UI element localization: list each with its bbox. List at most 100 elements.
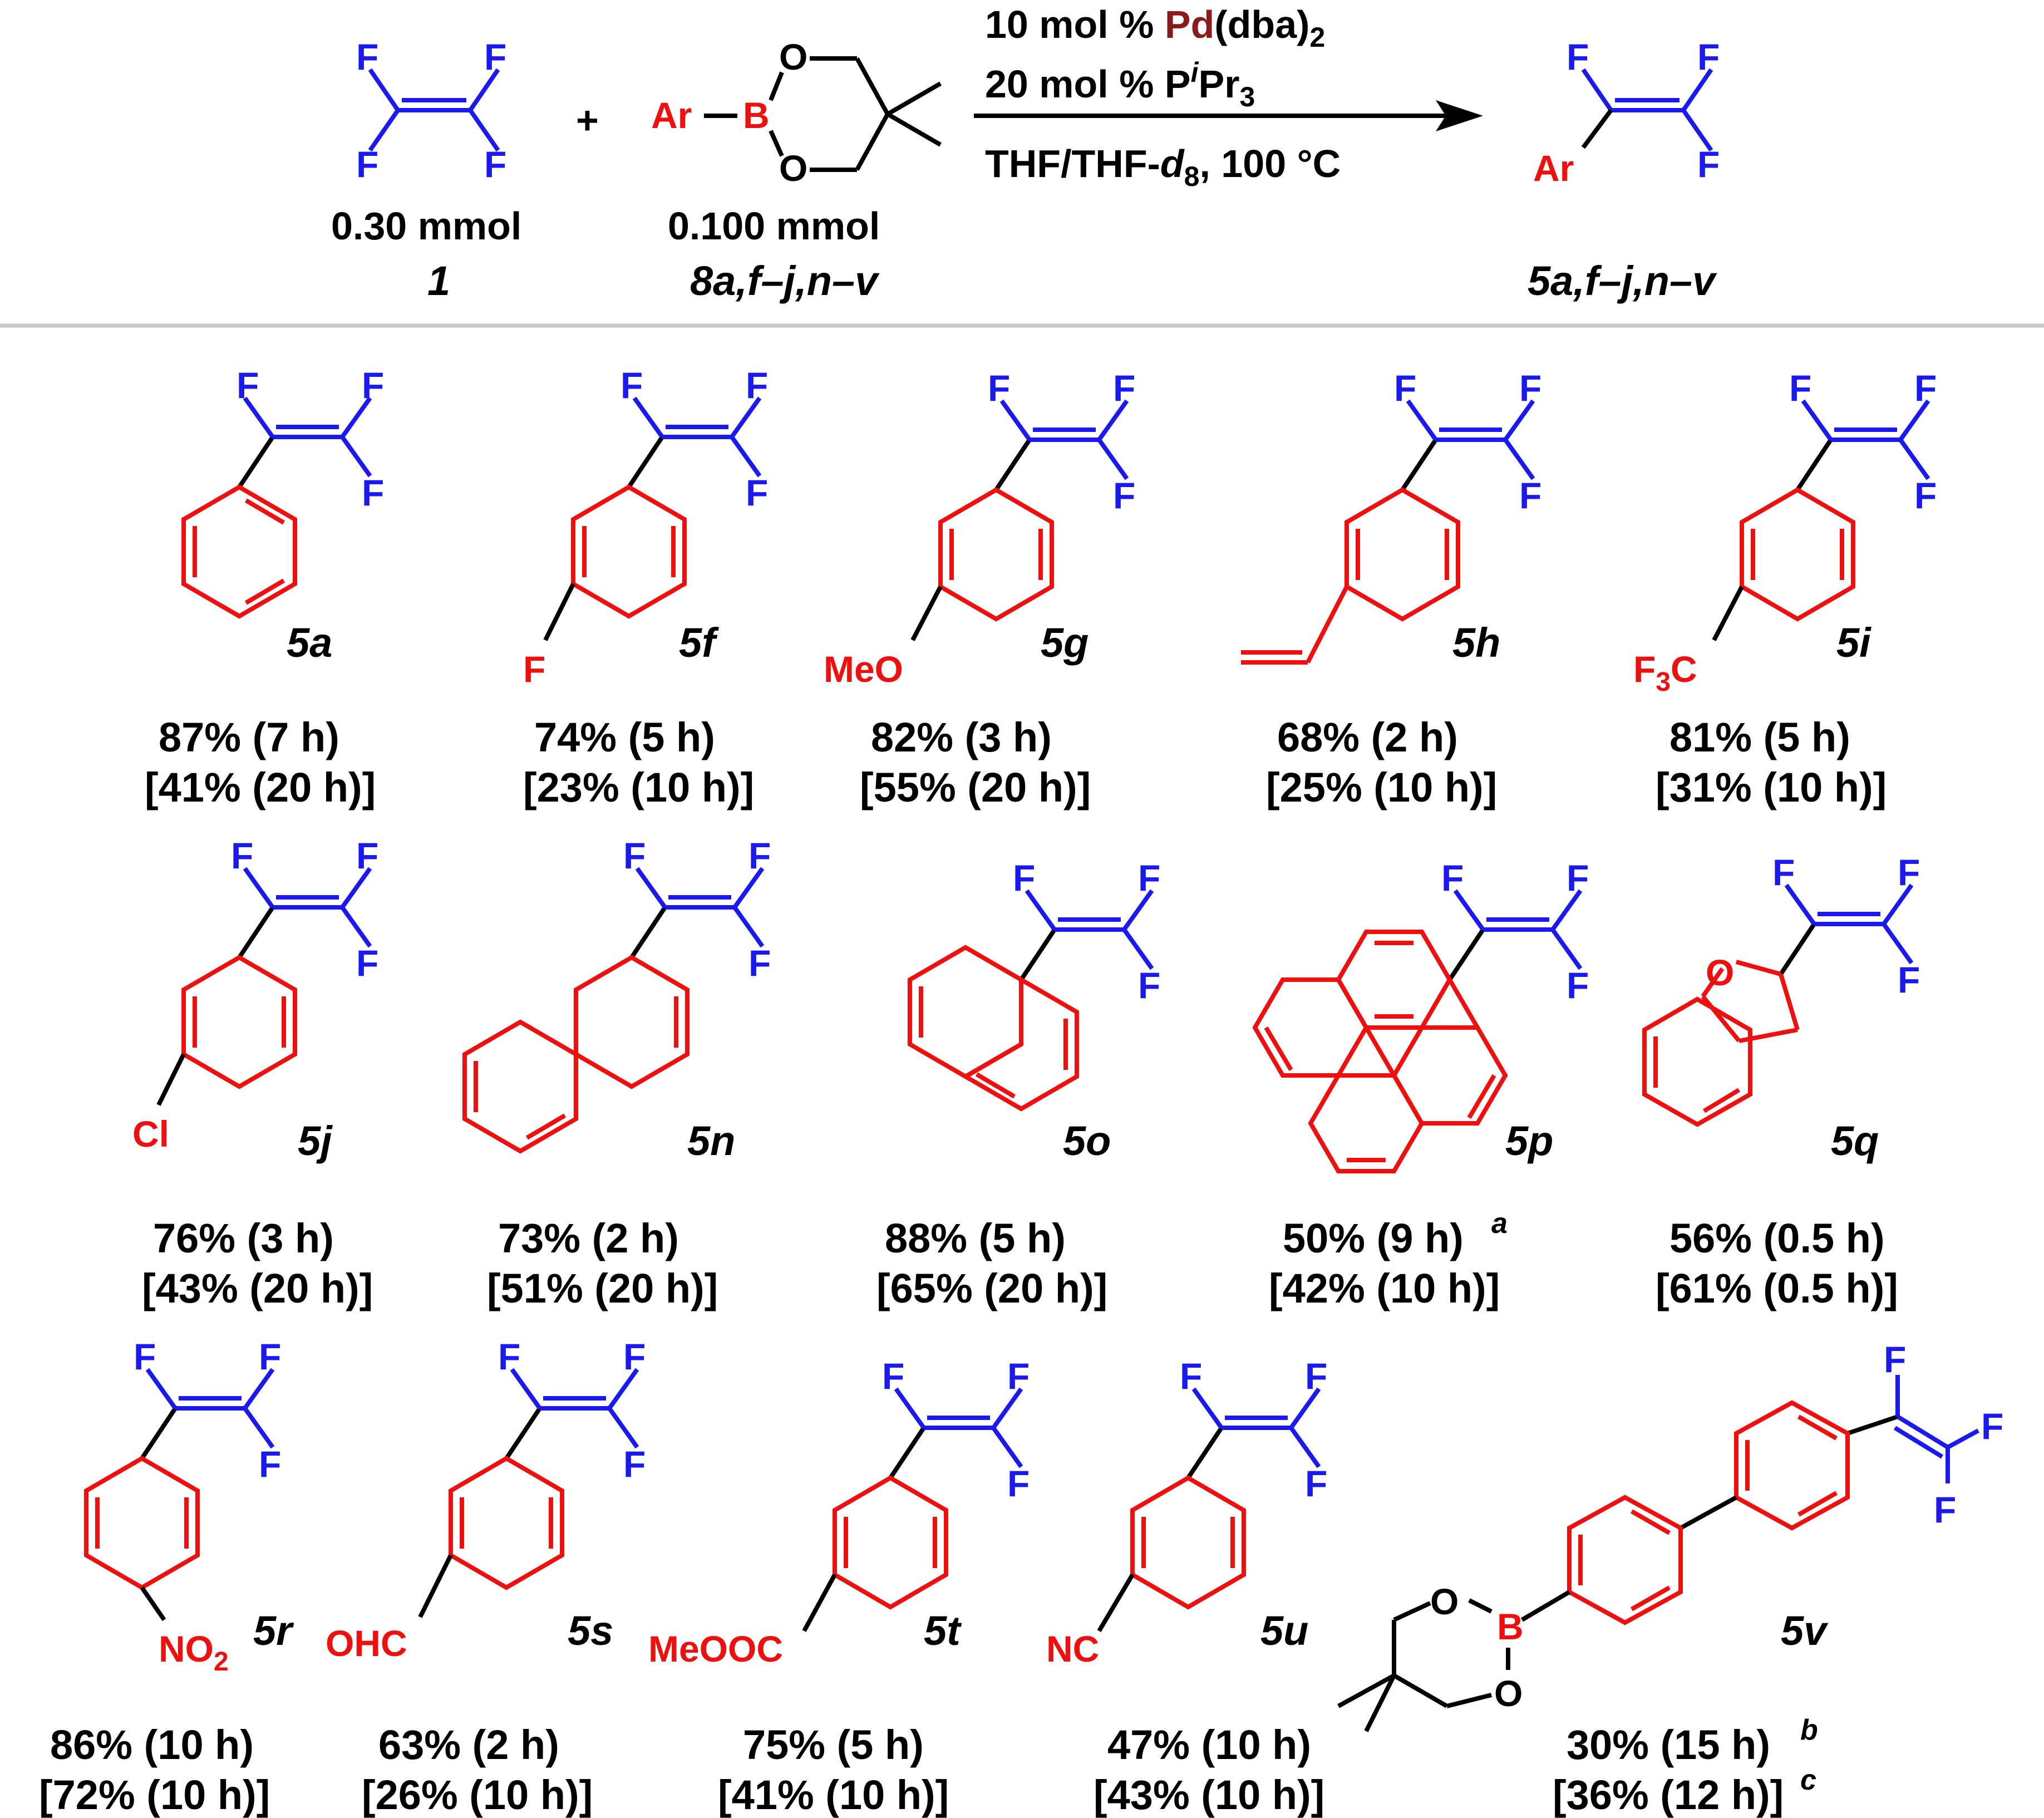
fluorine-atom: F — [259, 1443, 281, 1485]
alt-yield: [72% (10 h)] — [39, 1772, 270, 1818]
fluorine-atom: F — [1772, 852, 1795, 893]
compound-label: 5r — [253, 1608, 294, 1654]
fluorine-atom: F — [134, 1336, 156, 1377]
fluorine-atom: F — [356, 835, 378, 876]
alt-yield: [55% (20 h)] — [860, 764, 1091, 810]
substituent: F — [523, 648, 545, 690]
yield: 63% (2 h) — [378, 1722, 559, 1768]
compound-5g: F F F MeO 5g 82% (3 h) [55% (20 h)] — [824, 367, 1135, 810]
fluorine-atom: F — [1113, 475, 1135, 516]
footnote-mark: a — [1491, 1207, 1508, 1240]
compound-label: 5a — [287, 620, 332, 666]
footnote-mark: c — [1800, 1764, 1816, 1796]
fluorine-atom: F — [1934, 1489, 1956, 1530]
compound-label: 5i — [1836, 620, 1871, 666]
fluorine-atom: F — [1519, 475, 1541, 516]
yield: 47% (10 h) — [1107, 1722, 1311, 1768]
fluorine-atom: F — [1898, 852, 1920, 893]
fluorine-atom: F — [362, 472, 384, 513]
alt-yield: [31% (10 h)] — [1656, 764, 1887, 810]
substituent: Cl — [132, 1113, 169, 1154]
substituent: MeOOC — [648, 1628, 783, 1669]
compound-5f: F F F F 5f 74% (5 h) [23% (10 h)] — [523, 365, 768, 810]
reactant1-label: 1 — [427, 258, 450, 304]
aryl-label: Ar — [1533, 148, 1574, 189]
boron-atom: B — [743, 95, 770, 136]
compound-5s: F F F OHC 5s 63% (2 h) [26% (10 h)] — [326, 1336, 646, 1818]
alt-yield: [26% (10 h)] — [362, 1772, 593, 1818]
fluorine-atom: F — [988, 367, 1010, 409]
oxygen-atom: O — [1430, 1581, 1459, 1622]
fluorine-atom: F — [1567, 965, 1589, 1006]
fluorine-atom: F — [1305, 1355, 1327, 1397]
compound-label: 5v — [1781, 1608, 1829, 1654]
yield: 68% (2 h) — [1277, 714, 1458, 760]
fluorine-atom: F — [1519, 367, 1541, 409]
alt-yield: [43% (20 h)] — [142, 1265, 373, 1311]
fluorine-atom: F — [1441, 857, 1464, 898]
compound-label: 5f — [679, 620, 719, 666]
fluorine-atom: F — [620, 365, 643, 406]
yield: 86% (10 h) — [50, 1722, 254, 1768]
compound-5i: F F F F3C 5i 81% (5 h) [31% (10 h)] — [1633, 367, 1937, 810]
alt-yield: [36% (12 h)] — [1553, 1772, 1784, 1818]
fluorine-atom: F — [1914, 367, 1937, 409]
reaction-arrow — [974, 100, 1483, 131]
compound-5n: F F F 5n 73% (2 h) [51% (20 h)] — [462, 835, 771, 1311]
fluorine-atom: F — [484, 144, 506, 185]
yield: 50% (9 h) — [1283, 1215, 1464, 1261]
fluorine-atom: F — [1567, 857, 1589, 898]
compound-5h: F F F 5h 68% (2 h) [25% (10 h)] — [1241, 367, 1541, 810]
fluorine-atom: F — [748, 942, 771, 984]
fluorine-atom: F — [237, 365, 259, 406]
oxygen-atom: O — [779, 36, 807, 77]
compound-5u: F F F NC 5u 47% (10 h) [43% (10 h)] — [1046, 1355, 1327, 1818]
fluorine-atom: F — [356, 144, 378, 185]
oxygen-atom: O — [779, 148, 807, 189]
alt-yield: [41% (20 h)] — [145, 764, 376, 810]
fluorine-atom: F — [484, 36, 506, 77]
yield: 56% (0.5 h) — [1669, 1215, 1885, 1261]
compound-5v: F F F B O O 5v 30% (15 h) b [36% (12 h)]… — [1337, 1339, 2003, 1818]
fluorine-atom: F — [498, 1336, 520, 1377]
fluorine-atom: F — [1914, 475, 1937, 516]
fluorine-atom: F — [356, 36, 378, 77]
fluorine-atom: F — [1394, 367, 1416, 409]
fluorine-atom: F — [1789, 367, 1811, 409]
condition-catalyst: 10 mol % Pd(dba)2 — [985, 3, 1325, 53]
oxygen-atom: O — [1706, 952, 1734, 993]
yield: 74% (5 h) — [534, 714, 715, 760]
fluorine-atom: F — [1981, 1406, 2003, 1447]
fluorine-atom: F — [1013, 857, 1035, 898]
alt-yield: [23% (10 h)] — [523, 764, 754, 810]
compound-label: 5o — [1063, 1118, 1111, 1164]
fluorine-atom: F — [231, 835, 253, 876]
fluorine-atom: F — [259, 1336, 281, 1377]
fluorine-atom: F — [1697, 36, 1720, 77]
fluorine-atom: F — [1884, 1339, 1906, 1380]
fluorine-atom: F — [1305, 1463, 1327, 1504]
fluorine-atom: F — [1180, 1355, 1202, 1397]
alt-yield: [43% (10 h)] — [1094, 1772, 1324, 1818]
fluorine-atom: F — [882, 1355, 904, 1397]
yield: 75% (5 h) — [743, 1722, 924, 1768]
substituent: F3C — [1633, 648, 1697, 697]
alt-yield: [65% (20 h)] — [876, 1265, 1107, 1311]
compound-label: 5j — [298, 1118, 333, 1164]
alt-yield: [42% (10 h)] — [1269, 1265, 1500, 1311]
fluorine-atom: F — [1898, 959, 1920, 1000]
compound-label: 5h — [1452, 620, 1500, 666]
compound-label: 5n — [687, 1118, 735, 1164]
compound-5q: O F F F 5q 56% (0.5 h) [61% (0.5 h)] — [1642, 852, 1920, 1311]
footnote-mark: b — [1800, 1714, 1818, 1746]
boron-atom: B — [1497, 1606, 1524, 1647]
substituent: MeO — [824, 648, 903, 690]
product-general: F F F Ar — [1533, 36, 1720, 189]
fluorine-atom: F — [362, 365, 384, 406]
compound-label: 5q — [1831, 1118, 1879, 1164]
product-label: 5a,f–j,n–v — [1528, 258, 1717, 304]
substituent: NO2 — [159, 1628, 229, 1677]
compound-5p: F F F 5p 50% (9 h) a [42% (10 h)] — [1252, 857, 1589, 1311]
aryl-boronate: Ar B O O — [651, 36, 942, 189]
yield: 76% (3 h) — [153, 1215, 334, 1261]
